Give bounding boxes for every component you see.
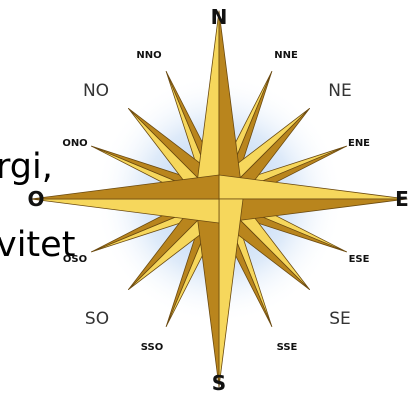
- label-northwest: NO: [83, 81, 109, 101]
- label-southeast: SE: [329, 309, 351, 329]
- label-ene: ENE: [348, 138, 370, 149]
- label-sso: SSO: [141, 342, 163, 353]
- label-sse: SSE: [277, 342, 298, 353]
- label-ono: ONO: [62, 138, 87, 149]
- label-nne: NNE: [274, 50, 298, 61]
- label-south: S: [212, 371, 226, 395]
- label-nno: NNO: [136, 50, 161, 61]
- label-west: O: [27, 187, 44, 211]
- label-north: N: [211, 5, 228, 29]
- label-northeast: NE: [328, 81, 351, 101]
- label-southwest: SO: [85, 309, 109, 329]
- label-ese: ESE: [349, 254, 370, 265]
- label-east: E: [395, 187, 409, 211]
- label-oso: OSO: [63, 254, 87, 265]
- compass-rays: [31, 11, 407, 387]
